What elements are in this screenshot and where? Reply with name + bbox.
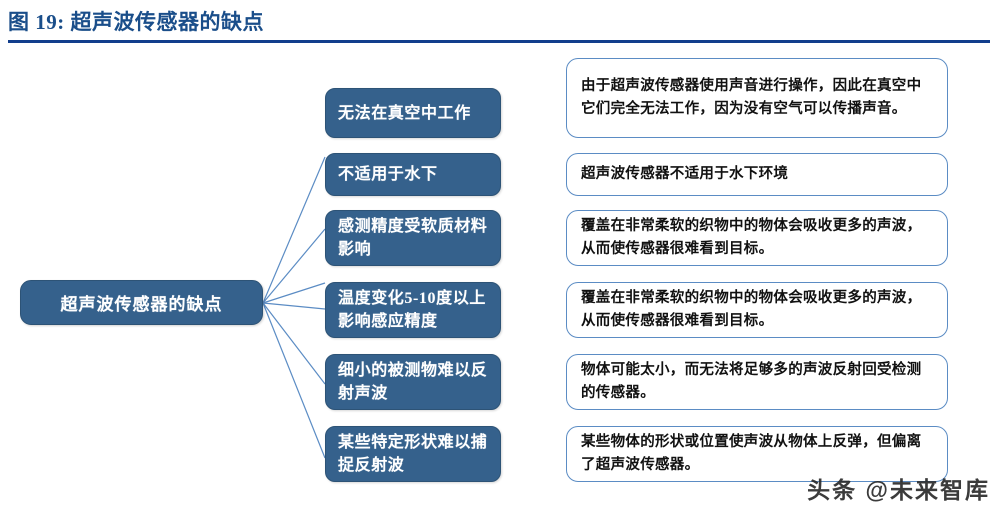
detail-node-6[interactable]: 某些物体的形状或位置使声波从物体上反弹，但偏离了超声波传感器。 <box>566 426 948 482</box>
mind-map-diagram: 超声波传感器的缺点 无法在真空中工作 由于超声波传感器使用声音进行操作，因此在真… <box>0 44 998 509</box>
connector-line-5 <box>262 302 326 385</box>
detail-node-5-label: 物体可能太小，而无法将足够多的声波反射回受检测的传感器。 <box>581 362 922 401</box>
branch-node-2[interactable]: 不适用于水下 <box>325 153 501 196</box>
detail-node-1[interactable]: 由于超声波传感器使用声音进行操作，因此在真空中它们完全无法工作，因为没有空气可以… <box>566 58 948 138</box>
root-node[interactable]: 超声波传感器的缺点 <box>20 280 263 325</box>
branch-node-3-label: 感测精度受软质材料影响 <box>338 218 488 258</box>
branch-node-1-label: 无法在真空中工作 <box>338 104 471 122</box>
branch-node-4-label: 温度变化5-10度以上影响感应精度 <box>338 290 486 330</box>
connector-line-2 <box>262 228 326 304</box>
connector-line-6 <box>262 302 326 459</box>
connector-line-1 <box>262 156 326 304</box>
detail-node-6-label: 某些物体的形状或位置使声波从物体上反弹，但偏离了超声波传感器。 <box>581 434 922 473</box>
detail-node-2[interactable]: 超声波传感器不适用于水下环境 <box>566 153 948 196</box>
branch-node-1[interactable]: 无法在真空中工作 <box>325 88 501 138</box>
detail-node-3[interactable]: 覆盖在非常柔软的织物中的物体会吸收更多的声波，从而使传感器很难看到目标。 <box>566 210 948 266</box>
figure-title-bar: 图 19: 超声波传感器的缺点 <box>0 0 998 44</box>
watermark: 头条 @未来智库 <box>807 477 990 503</box>
connector-lines <box>262 156 326 459</box>
detail-node-1-label: 由于超声波传感器使用声音进行操作，因此在真空中它们完全无法工作，因为没有空气可以… <box>581 78 922 117</box>
branch-node-4[interactable]: 温度变化5-10度以上影响感应精度 <box>325 282 501 338</box>
detail-node-5[interactable]: 物体可能太小，而无法将足够多的声波反射回受检测的传感器。 <box>566 354 948 410</box>
page-title: 图 19: 超声波传感器的缺点 <box>8 10 264 34</box>
title-divider <box>8 40 990 43</box>
detail-node-4-label: 覆盖在非常柔软的织物中的物体会吸收更多的声波，从而使传感器很难看到目标。 <box>581 290 922 329</box>
connector-line-4 <box>262 302 326 310</box>
detail-node-2-label: 超声波传感器不适用于水下环境 <box>581 166 789 182</box>
detail-node-4[interactable]: 覆盖在非常柔软的织物中的物体会吸收更多的声波，从而使传感器很难看到目标。 <box>566 282 948 338</box>
branch-node-3[interactable]: 感测精度受软质材料影响 <box>325 210 501 266</box>
branch-node-6-label: 某些特定形状难以捕捉反射波 <box>338 434 488 474</box>
root-node-label: 超声波传感器的缺点 <box>60 295 223 314</box>
branch-node-6[interactable]: 某些特定形状难以捕捉反射波 <box>325 426 501 482</box>
branch-node-2-label: 不适用于水下 <box>338 166 438 183</box>
branch-node-5-label: 细小的被测物难以反射声波 <box>338 362 488 402</box>
connector-line-3 <box>262 282 326 304</box>
detail-node-3-label: 覆盖在非常柔软的织物中的物体会吸收更多的声波，从而使传感器很难看到目标。 <box>581 218 922 257</box>
branch-node-5[interactable]: 细小的被测物难以反射声波 <box>325 354 501 410</box>
